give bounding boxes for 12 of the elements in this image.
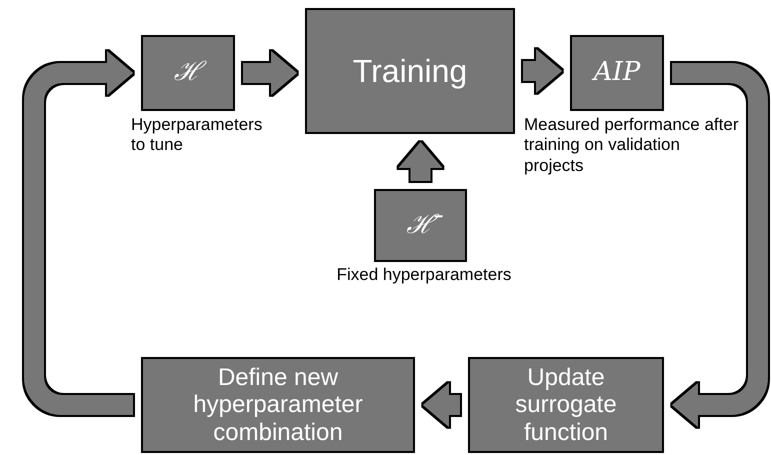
node-caption: Measured performance after training on validation projects <box>524 115 740 176</box>
block-arrow <box>398 142 442 181</box>
symbol-box: ℋ <box>141 35 235 111</box>
process-box: Update surrogate function <box>468 357 664 453</box>
block-arrow <box>423 383 460 427</box>
symbol-box: ℋ̄ <box>374 189 467 262</box>
node-caption: Fixed hyperparameters <box>336 265 512 286</box>
node-caption: Hyperparameters to tune <box>131 115 264 156</box>
symbol-box: AIP <box>570 35 664 111</box>
process-box: Training <box>305 8 515 134</box>
block-arrow <box>523 49 562 93</box>
process-box: Define new hyperparameter combination <box>141 357 415 453</box>
